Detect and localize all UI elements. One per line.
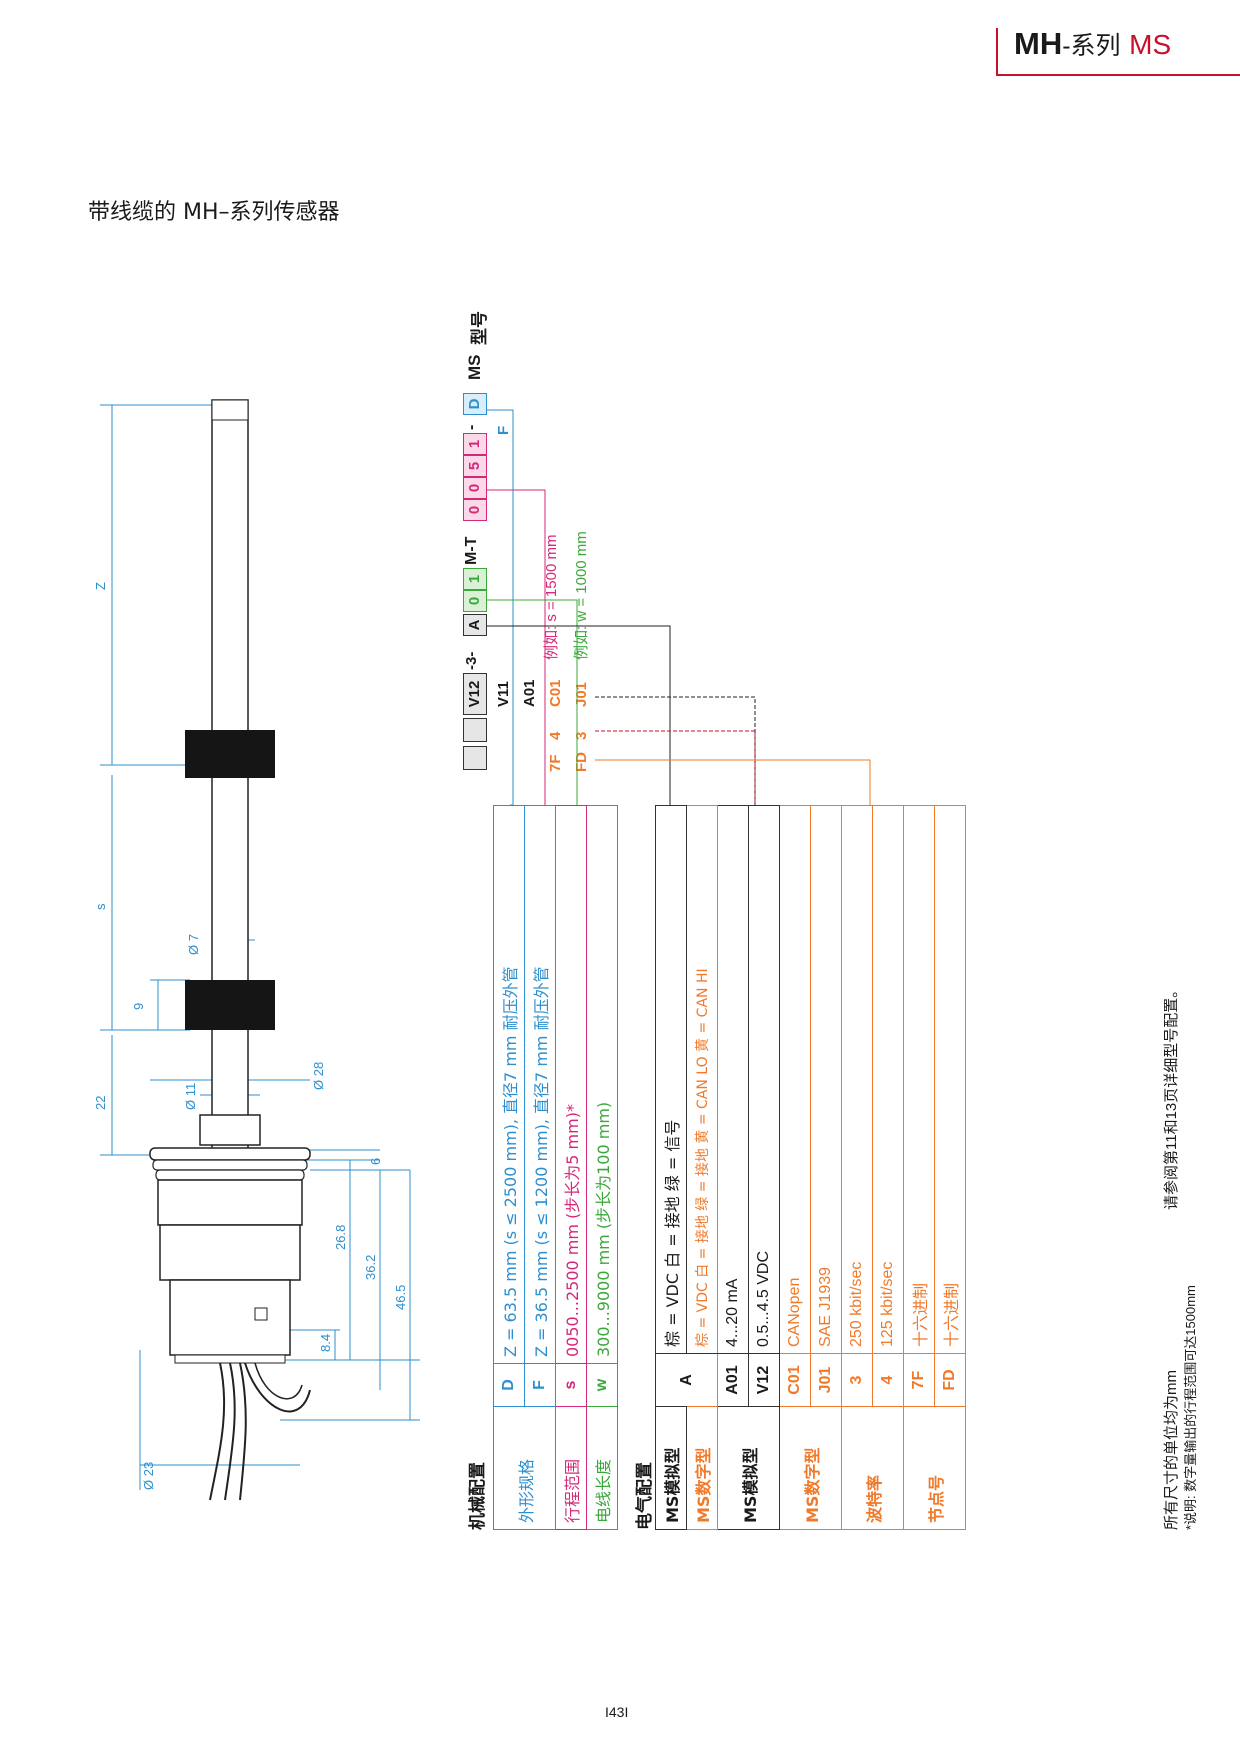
row-text: Z = 36.5 mm (s ≤ 1200 mm), 直径7 mm 耐压外管 [532,966,551,1357]
row-code: J01 [810,1353,842,1407]
row-code: D [493,1363,525,1407]
page-title: 带线缆的 MH–系列传感器 [88,200,340,225]
footer-note-ref: 请参阅第11和13页详细型号配置。 [1163,982,1180,1210]
row-code: C01 [779,1353,811,1407]
dim-d7: Ø 7 [186,934,201,955]
table-row: 节点号 7F 十六进制 [903,805,966,1530]
table-row: 电线长度 w 300...9000 mm (步长为100 mm) [586,805,618,1530]
table-row: MS模拟型 A01 4...20 mA [717,805,780,1530]
row-label: 电线长度 [586,1406,618,1530]
table-row: 行程范围 s 0050...2500 mm (步长为5 mm)* [555,805,587,1530]
dim-s: s [93,903,108,910]
row-code: A [655,1353,718,1407]
dim-26-8: 26.8 [333,1225,348,1250]
table-row: 波特率 3 250 kbit/sec [841,805,904,1530]
table-row: MS模拟型 A 棕 = VDC 白 = 接地 绿 = 信号 [655,805,718,1530]
header-frame [996,28,1240,76]
row-text: SAE J1939 [817,1266,834,1347]
row-label: 波特率 [841,1406,904,1530]
row-label: 行程范围 [555,1406,587,1530]
row-text: 十六进制 [911,1282,930,1347]
row-label: MS数字型 [779,1406,842,1530]
row-text: 300...9000 mm (步长为100 mm) [594,1101,613,1357]
row-text: 0050...2500 mm (步长为5 mm)* [563,1104,582,1357]
dim-d11: Ø 11 [183,1083,198,1110]
table-row: MS数字型 棕 = VDC 白 = 接地 绿 = 接地 黄 = CAN LO 黄… [686,805,718,1530]
page-number: I43I [605,1704,629,1720]
row-label: 外形规格 [493,1406,556,1530]
header-series: -系列 [1062,32,1121,60]
elec-heading: 电气配置 [635,1462,654,1530]
row-label: MS数字型 [686,1406,718,1530]
row-code: A01 [717,1353,749,1407]
row-code: 7F [903,1353,935,1407]
dim-46-5: 46.5 [393,1285,408,1310]
row-code: V12 [748,1353,780,1407]
row-code: FD [934,1353,966,1407]
row-text: 棕 = VDC 白 = 接地 绿 = 接地 黄 = CAN LO 黄 = CAN… [695,968,711,1347]
header-mh: MH [1014,26,1063,61]
row-text: 十六进制 [942,1282,961,1347]
dim-z: Z [93,582,108,590]
configuration-panel: 型号 MS D - 1 5 0 0 M-T 1 0 A -3- V12 F V1… [455,230,1198,1530]
row-text: Z = 63.5 mm (s ≤ 2500 mm), 直径7 mm 耐压外管 [501,966,520,1357]
dim-d23: Ø 23 [141,1462,156,1490]
row-label: MS模拟型 [655,1406,687,1530]
dim-d28: Ø 28 [311,1062,326,1090]
row-label: MS模拟型 [717,1406,780,1530]
row-label: 节点号 [903,1406,966,1530]
table-row: 外形规格 D Z = 63.5 mm (s ≤ 2500 mm), 直径7 mm… [493,805,556,1530]
table-row: MS数字型 C01 CANopen [779,805,842,1530]
footer-note-star: *说明: 数字量输出的行程范围可达1500mm [1183,1285,1198,1530]
row-text: 棕 = VDC 白 = 接地 绿 = 信号 [663,1119,682,1347]
sensor-drawing: Z s Ø 7 9 22 Ø 11 Ø 28 6 26.8 36.2 46.5 … [93,399,420,1501]
dim-8-4: 8.4 [318,1334,333,1352]
elec-table: MS模拟型 A 棕 = VDC 白 = 接地 绿 = 信号 MS数字型 棕 = … [655,805,966,1530]
header-ms: MS [1129,29,1172,60]
row-code: s [555,1363,587,1407]
connector-lines [487,409,871,806]
row-text: CANopen [786,1277,803,1347]
dim-6: 6 [368,1158,383,1165]
header-title: MH-系列 MS [1014,26,1171,62]
row-code: 4 [872,1353,904,1407]
row-text: 250 kbit/sec [848,1261,865,1347]
dim-22: 22 [93,1096,108,1110]
row-text: 0.5...4.5 VDC [755,1250,772,1347]
row-code: 3 [841,1353,873,1407]
row-code: w [586,1363,618,1407]
dim-9: 9 [131,1003,146,1010]
mech-heading: 机械配置 [468,1462,487,1530]
row-text: 4...20 mA [724,1278,741,1347]
dim-36-2: 36.2 [363,1255,378,1280]
row-text: 125 kbit/sec [879,1261,896,1347]
footer-note-units: 所有尺寸的单位均为mm [1163,1370,1180,1530]
row-code: F [524,1363,556,1407]
mech-table: 外形规格 D Z = 63.5 mm (s ≤ 2500 mm), 直径7 mm… [493,805,618,1530]
